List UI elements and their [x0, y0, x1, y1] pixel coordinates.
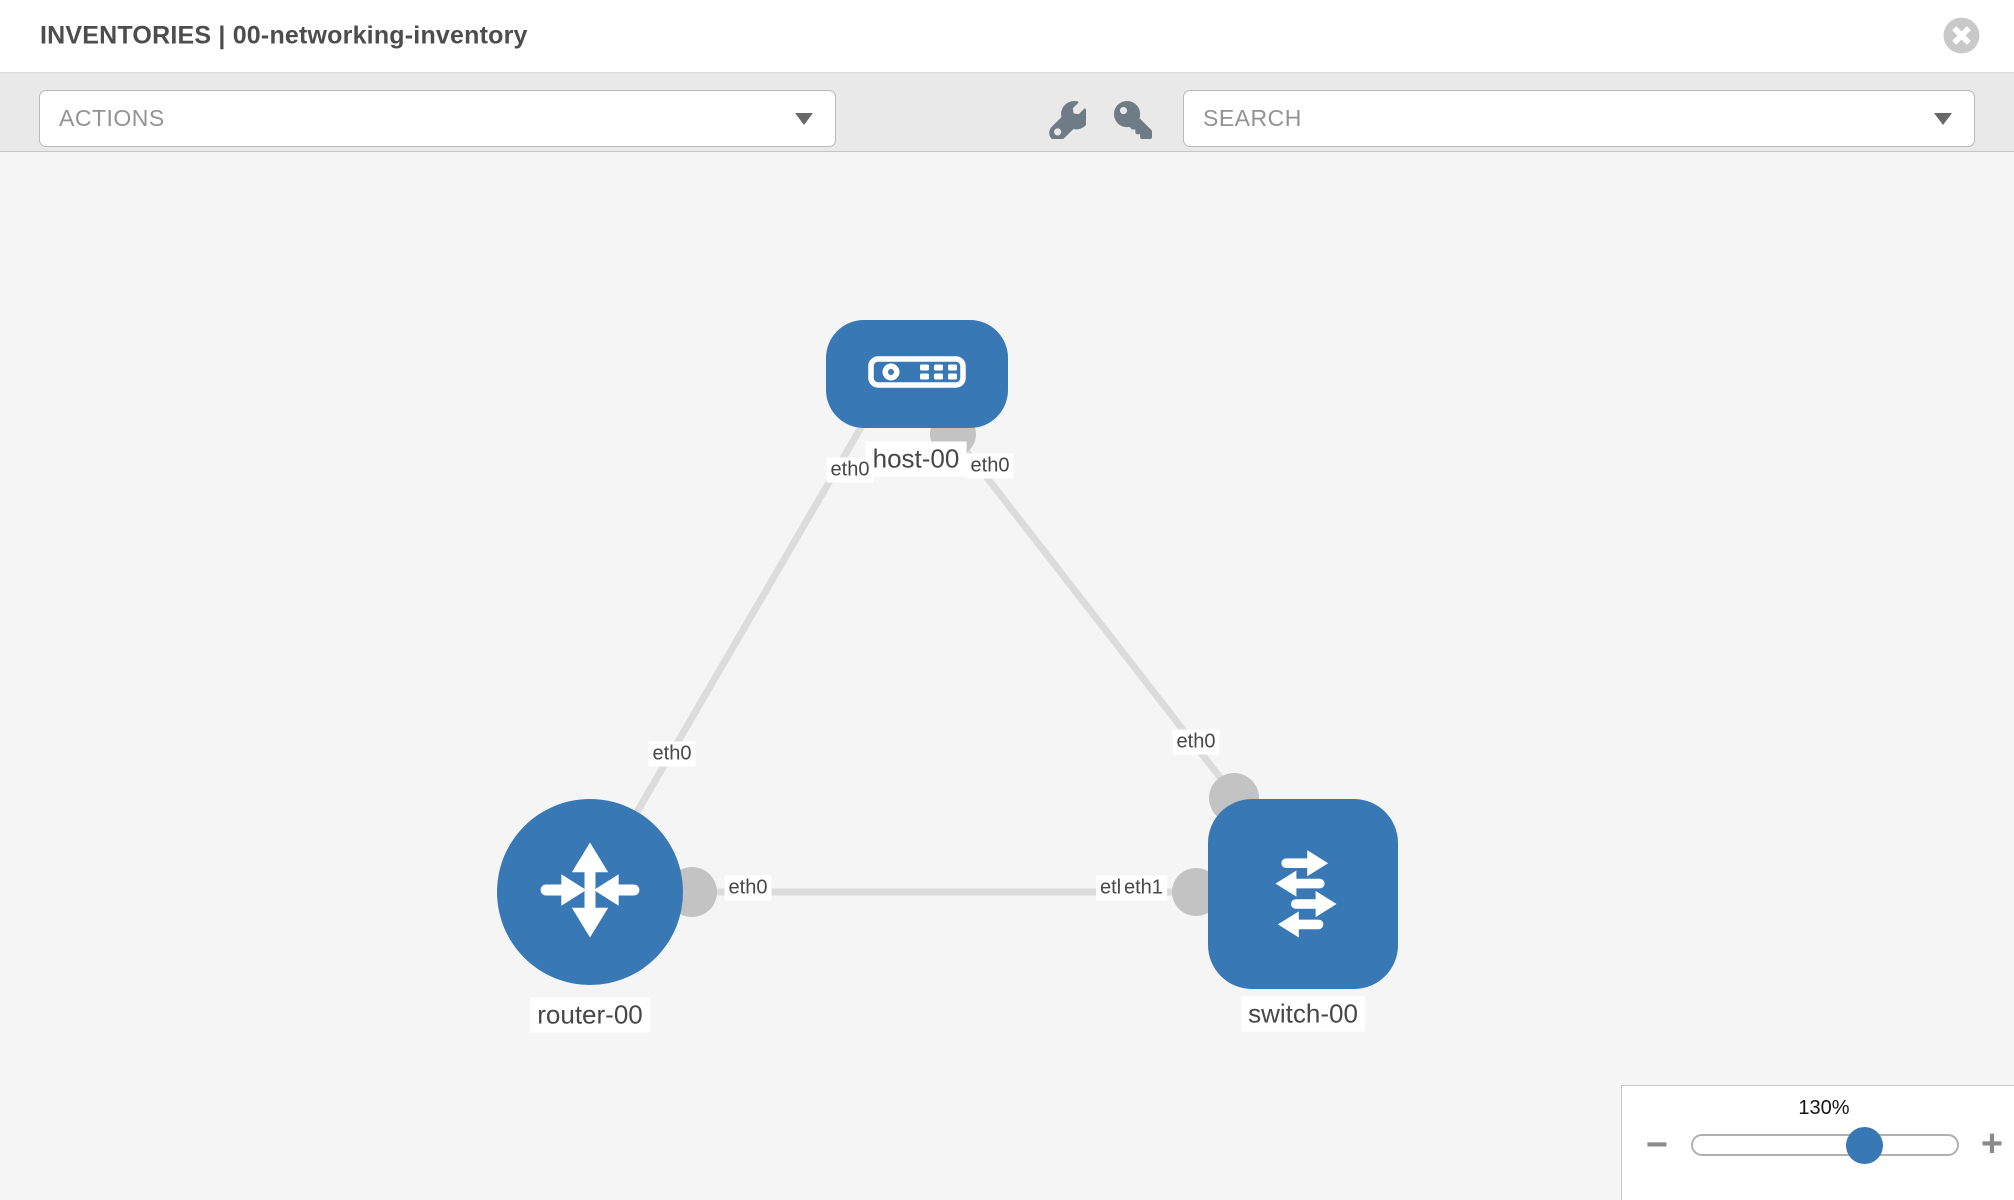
- minus-icon: −: [1645, 1124, 1669, 1166]
- zoom-out-button[interactable]: −: [1635, 1123, 1679, 1167]
- page-header: INVENTORIES | 00-networking-inventory: [0, 0, 2014, 72]
- search-placeholder: SEARCH: [1203, 105, 1302, 131]
- interface-label-router-to-switch: eth0: [724, 875, 772, 901]
- host-icon: [868, 355, 966, 393]
- search-dropdown[interactable]: SEARCH: [1183, 90, 1975, 147]
- zoom-slider-thumb[interactable]: [1846, 1127, 1883, 1164]
- page-title: INVENTORIES | 00-networking-inventory: [40, 21, 528, 50]
- node-switch-00[interactable]: [1208, 799, 1398, 989]
- zoom-in-button[interactable]: +: [1970, 1122, 2014, 1166]
- plus-icon: +: [1980, 1123, 2004, 1165]
- topology-canvas[interactable]: host-00 router-00 switch-00 eth0 eth0 et…: [0, 152, 2014, 1200]
- topology-edges-layer: [633, 411, 1259, 917]
- interface-label-switch-to-host: eth0: [1172, 729, 1220, 755]
- toolbar: ACTIONS SEARCH: [0, 72, 2014, 152]
- actions-dropdown[interactable]: ACTIONS: [39, 90, 836, 147]
- router-icon: [529, 829, 651, 956]
- interface-label-router-to-host: eth0: [648, 741, 696, 767]
- times-circle-icon: [1943, 17, 1980, 57]
- configure-button[interactable]: [1046, 101, 1090, 142]
- interface-label-switch-to-router: eth1: [1120, 875, 1167, 901]
- interface-label-host-to-router: eth0: [826, 457, 874, 483]
- node-label-switch: switch-00: [1241, 996, 1365, 1032]
- credentials-button[interactable]: [1112, 101, 1154, 141]
- zoom-level-value: 130%: [1798, 1097, 1850, 1119]
- zoom-control-panel: 130% − +: [1621, 1085, 2014, 1200]
- chevron-down-icon: [795, 112, 813, 125]
- wrench-icon: [1048, 101, 1090, 142]
- interface-label-host-to-switch: eth0: [966, 453, 1014, 479]
- close-button[interactable]: [1943, 17, 1980, 54]
- node-host-00[interactable]: [826, 320, 1008, 428]
- actions-dropdown-label: ACTIONS: [59, 105, 165, 131]
- node-label-host: host-00: [865, 441, 967, 477]
- switch-icon: [1243, 832, 1363, 957]
- zoom-slider-track[interactable]: [1691, 1134, 1959, 1156]
- node-router-00[interactable]: [497, 799, 683, 985]
- chevron-down-icon: [1934, 112, 1952, 125]
- key-icon: [1114, 101, 1152, 142]
- node-label-router: router-00: [530, 997, 650, 1033]
